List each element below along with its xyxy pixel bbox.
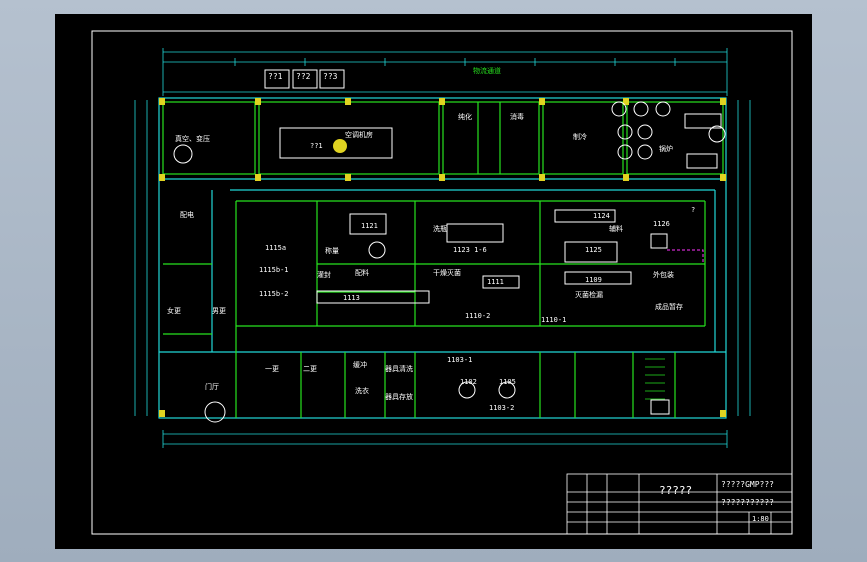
drawing-sheet: 真空、变压 ??1 空调机房 纯化 消毒制冷锅炉配电 1121 1123 1-6 1124 11…	[55, 14, 812, 549]
room-label-r17: 1113	[343, 294, 360, 302]
room-label-r9: 1121	[361, 222, 378, 230]
room-label-r37: 灌封	[317, 271, 331, 279]
title-header-sub: ???????????	[721, 498, 774, 507]
dimension-lines-sides	[134, 100, 751, 416]
room-label-r7: 锅炉	[659, 145, 673, 153]
stair-icon	[645, 358, 665, 400]
drawing-name: ?????	[659, 484, 693, 497]
drawing-frame	[91, 30, 793, 535]
room-label-r38: 灭菌检漏	[575, 291, 603, 299]
room-label-r42: 干燥灭菌	[433, 269, 461, 277]
room-label-r25: 1103-2	[489, 404, 515, 412]
top-item-1: ??1	[268, 72, 283, 81]
room-label-r33: 器具清洗	[385, 365, 413, 373]
dimension-lines-bottom	[162, 430, 728, 448]
room-label-r39: 外包装	[653, 271, 674, 279]
room-label-r23: 1102	[460, 378, 477, 386]
room-label-r36: 配料	[355, 269, 369, 277]
room-label-r11: 1124	[593, 212, 610, 220]
room-label-r31: 缓冲	[353, 361, 367, 369]
room-label-r10: 1123 1-6	[453, 246, 487, 254]
room-label-r15: 1115b-1	[259, 266, 289, 274]
structural-columns	[159, 98, 726, 417]
room-label-r19: 1109	[585, 276, 602, 284]
title-header-top: ?????GMP???	[721, 480, 774, 489]
floor-plan-svg	[91, 30, 793, 535]
room-label-r32: 洗衣	[355, 387, 369, 395]
room-label-r12: 1125	[585, 246, 602, 254]
room-label-r41: 洗瓶	[433, 225, 447, 233]
room-label-r29: 一更	[265, 365, 279, 373]
dashed-boundary	[667, 249, 704, 262]
stair-label: 物流通道	[473, 67, 501, 75]
room-label-r34: 器具存放	[385, 393, 413, 401]
room-label-r14: 1115a	[265, 244, 287, 252]
room-label-r1: 真空、变压	[175, 135, 210, 143]
room-label-r35: 称量	[325, 247, 339, 255]
room-label-r16: 1115b-2	[259, 290, 289, 298]
top-item-2: ??2	[296, 72, 311, 81]
room-label-r43: 辅料	[609, 225, 623, 233]
title-scale: 1:80	[752, 515, 769, 523]
room-label-r21: 1110-1	[541, 316, 567, 324]
room-label-r24: 1105	[499, 378, 516, 386]
dimension-lines-top	[162, 48, 728, 96]
room-label-r3: 空调机房	[345, 131, 373, 139]
top-item-3: ??3	[323, 72, 338, 81]
room-label-r5: 消毒	[510, 113, 524, 121]
room-label-r44: ?	[691, 206, 696, 214]
room-label-r18: 1111	[487, 278, 504, 286]
room-label-r30: 二更	[303, 365, 317, 373]
room-label-r8: 配电	[180, 211, 194, 219]
room-label-r27: 女更	[167, 307, 181, 315]
title-block	[566, 473, 793, 535]
room-label-r6: 制冷	[573, 133, 587, 141]
room-label-r28: 男更	[212, 307, 226, 315]
pump-icon	[333, 139, 347, 153]
room-label-r2: ??1	[310, 142, 323, 150]
room-label-r13: 1126	[653, 220, 670, 228]
room-label-r26: 门厅	[205, 383, 219, 391]
room-label-r4: 纯化	[458, 113, 472, 121]
equipment	[173, 69, 726, 423]
room-label-r22: 1103-1	[447, 356, 473, 364]
room-label-r20: 1110-2	[465, 312, 491, 320]
room-label-r40: 成品暂存	[655, 303, 683, 311]
